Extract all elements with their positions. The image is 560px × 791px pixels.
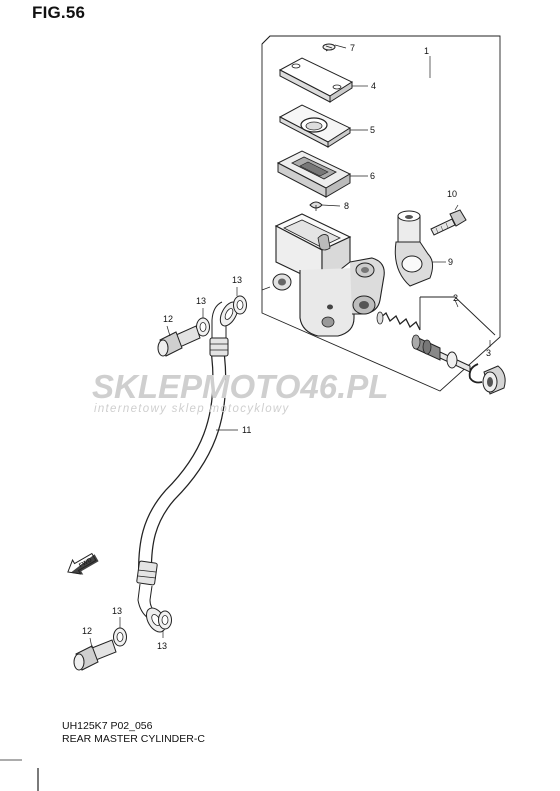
- callout-6: 6: [370, 171, 375, 181]
- clip-part-8: [309, 201, 323, 211]
- diaphragm-part-6: [276, 150, 352, 198]
- callout-10: 10: [447, 189, 457, 199]
- washer-part-13-lower-right: [158, 610, 172, 630]
- master-cylinder-body: [272, 213, 385, 337]
- callout-13-a: 13: [232, 275, 242, 285]
- callout-3: 3: [486, 348, 491, 358]
- spring: [376, 311, 421, 331]
- figure-title: FIG.56: [32, 3, 86, 22]
- piston-kit-part-2: [376, 296, 496, 373]
- assembly-frame: [261, 35, 501, 392]
- watermark: SKLEPMOTO46.PL internetowy sklep motocyk…: [92, 368, 472, 415]
- callout-2: 2: [453, 293, 458, 303]
- callout-7: 7: [350, 43, 355, 53]
- callout-12-top: 12: [163, 314, 173, 324]
- washer-part-13-upper-right: [233, 295, 247, 315]
- union-bolt-part-12-lower: [73, 639, 117, 671]
- brake-hose-part-11: [138, 348, 238, 577]
- callout-4: 4: [371, 81, 376, 91]
- callout-11: 11: [242, 425, 251, 435]
- reservoir-cap-part-4: [278, 57, 354, 103]
- watermark-brand: SKLEPMOTO46.PL: [92, 368, 389, 405]
- push-rod-part-3: [468, 363, 506, 395]
- callout-5: 5: [370, 125, 375, 135]
- callout-9: 9: [448, 257, 453, 267]
- callout-1: 1: [424, 46, 429, 56]
- callout-12-bottom: 12: [82, 626, 92, 636]
- callout-13-c: 13: [112, 606, 122, 616]
- callout-labels: 1 2 3 4 5 6 7 8 9 10 11 12 12 13 13 13 1…: [82, 43, 491, 651]
- callout-13-d: 13: [157, 641, 167, 651]
- figure-name: REAR MASTER CYLINDER-C: [62, 733, 205, 745]
- callout-13-b: 13: [196, 296, 206, 306]
- leader-lines: [89, 56, 491, 649]
- washer-part-13-lower-left: [113, 627, 127, 647]
- union-bolt-part-12-upper: [157, 325, 201, 357]
- joint-part-9: [394, 210, 446, 287]
- forward-direction-arrow: FWD: [67, 552, 99, 575]
- figure-code: UH125K7 P02_056: [62, 720, 153, 732]
- bolt-part-10: [430, 204, 467, 236]
- callout-8: 8: [344, 201, 349, 211]
- screw-part-7: [322, 43, 347, 52]
- watermark-tagline: internetowy sklep motocyklowy: [94, 403, 290, 415]
- plate-part-5: [278, 104, 352, 148]
